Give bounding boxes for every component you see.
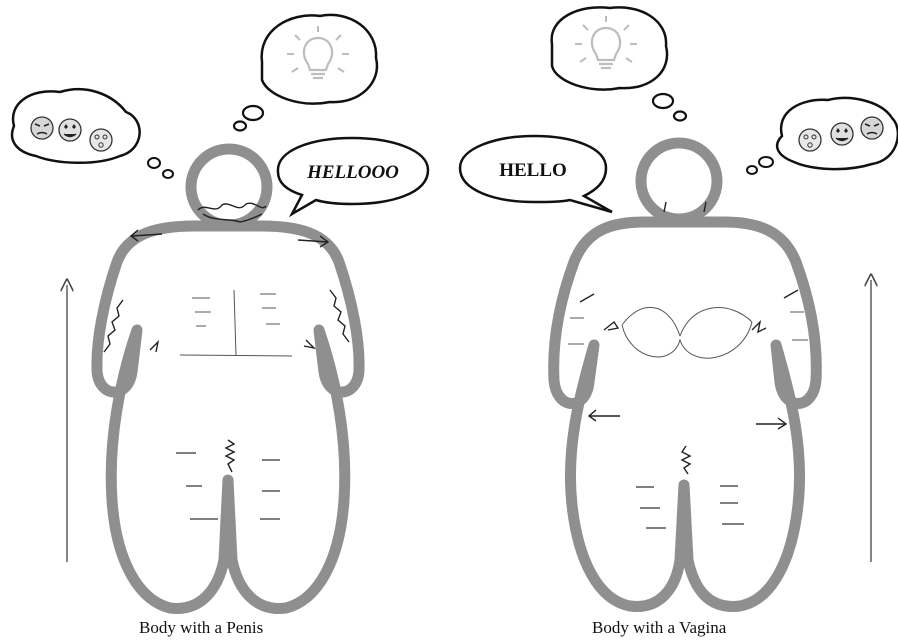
right-scribbles	[580, 202, 798, 474]
right-hip-arrows	[589, 410, 786, 429]
left-thought-bubble	[234, 15, 377, 131]
heart-eyes-face-icon	[831, 123, 853, 145]
right-figure-label: Body with a Vagina	[592, 618, 726, 638]
right-emoji-bubble	[747, 98, 898, 174]
left-emoji-bubble	[12, 89, 173, 178]
right-head	[641, 143, 717, 219]
angry-face-icon	[861, 117, 883, 139]
right-body-outline	[554, 222, 817, 606]
right-speech-bubble: HELLO	[460, 136, 612, 212]
dizzy-face-icon	[90, 129, 112, 151]
left-speech-bubble: HELLOOO	[278, 138, 428, 214]
left-speech-text: HELLOOO	[306, 162, 399, 183]
left-chest-sketch	[180, 290, 292, 356]
right-thought-bubble	[552, 7, 686, 120]
heart-eyes-face-icon	[59, 119, 81, 141]
left-body-outline	[97, 226, 359, 608]
angry-face-icon	[31, 117, 53, 139]
left-figure: HELLOOO	[12, 15, 428, 609]
right-figure: HELLO	[460, 7, 898, 606]
left-head	[191, 149, 267, 225]
right-speech-text: HELLO	[499, 160, 567, 181]
dizzy-face-icon	[799, 129, 821, 151]
left-figure-label: Body with a Penis	[139, 618, 263, 638]
